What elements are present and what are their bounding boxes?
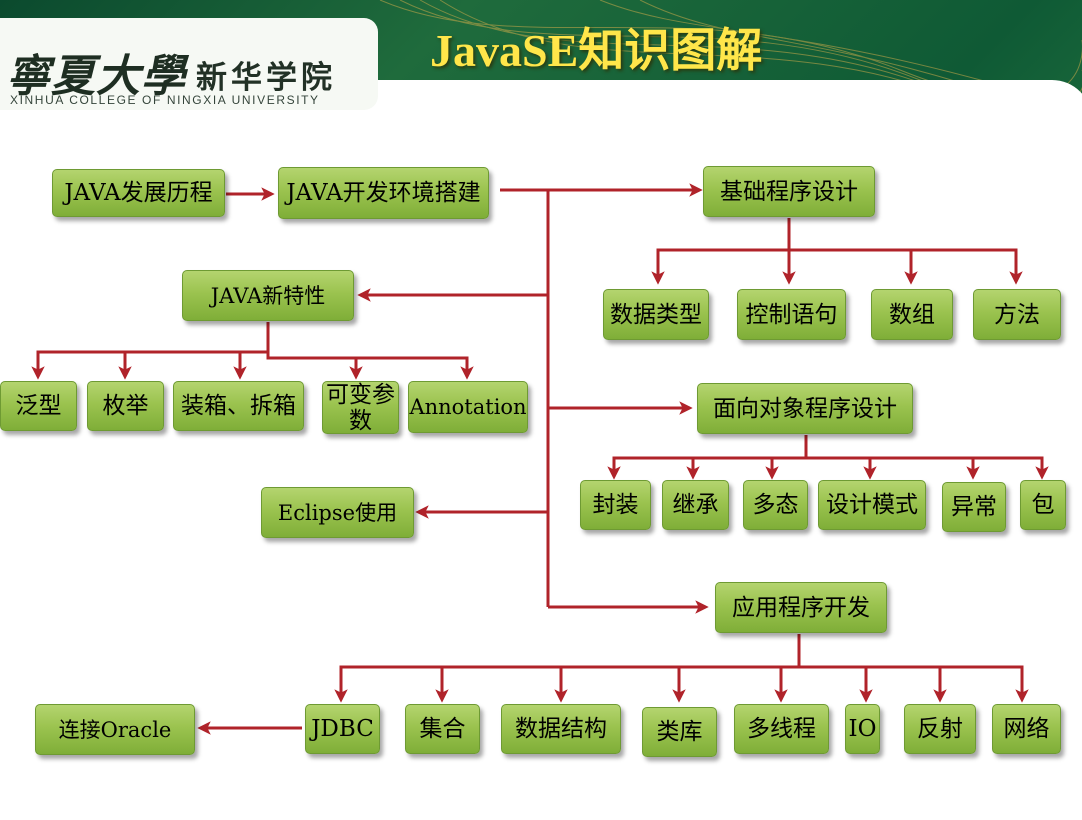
logo-english-name: XINHUA COLLEGE OF NINGXIA UNIVERSITY — [10, 93, 320, 107]
logo-chinese-name: 新华学院 — [196, 60, 336, 96]
node-generics: 泛型 — [0, 381, 77, 431]
node-packages: 包 — [1020, 480, 1066, 530]
college-logo: 寧夏大學 新华学院 XINHUA COLLEGE OF NINGXIA UNIV… — [0, 18, 378, 110]
node-oracle: 连接Oracle — [35, 704, 195, 755]
node-eclipse: Eclipse使用 — [261, 487, 414, 538]
node-control-statements: 控制语句 — [737, 289, 846, 340]
node-data-types: 数据类型 — [603, 289, 709, 340]
node-multithreading: 多线程 — [734, 704, 829, 754]
node-methods: 方法 — [973, 289, 1061, 340]
node-design-patterns: 设计模式 — [818, 480, 926, 530]
node-inheritance: 继承 — [662, 480, 729, 530]
page-title: JavaSE知识图解 — [430, 25, 763, 76]
node-network: 网络 — [992, 704, 1061, 754]
node-boxing: 装箱、拆箱 — [173, 381, 304, 431]
node-arrays: 数组 — [871, 289, 953, 340]
node-annotation: Annotation — [408, 381, 528, 433]
node-encapsulation: 封装 — [580, 480, 651, 530]
node-basic-programming: 基础程序设计 — [703, 166, 875, 217]
node-collections: 集合 — [405, 704, 480, 754]
node-data-structures: 数据结构 — [501, 704, 621, 754]
connector-arrows — [31, 183, 1049, 735]
node-io: IO — [845, 704, 880, 754]
logo-calligraphy: 寧夏大學 — [6, 51, 186, 102]
node-class-library: 类库 — [642, 707, 717, 757]
node-java-env: JAVA开发环境搭建 — [278, 167, 489, 219]
node-reflection: 反射 — [904, 704, 976, 754]
node-oop: 面向对象程序设计 — [697, 383, 913, 434]
node-exceptions: 异常 — [942, 482, 1006, 532]
node-app-dev: 应用程序开发 — [715, 582, 887, 633]
node-varargs: 可变参数 — [322, 381, 399, 434]
node-jdbc: JDBC — [305, 704, 380, 754]
node-enums: 枚举 — [87, 381, 164, 431]
node-polymorphism: 多态 — [743, 480, 808, 530]
node-java-history: JAVA发展历程 — [52, 169, 225, 217]
node-java-new-features: JAVA新特性 — [182, 270, 354, 321]
